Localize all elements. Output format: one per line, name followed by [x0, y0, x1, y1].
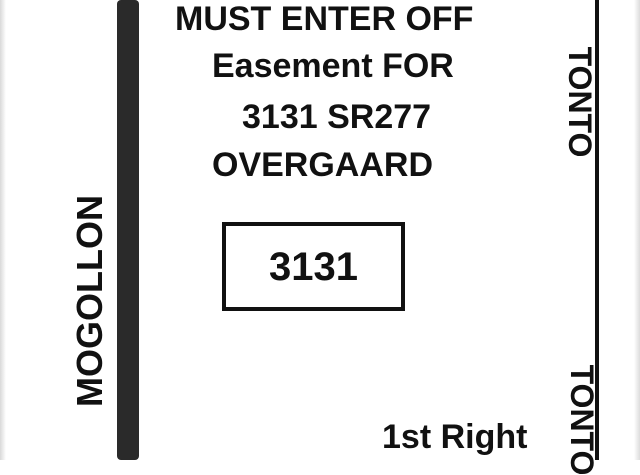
tonto-road-label-bottom: TONTO [564, 364, 600, 475]
lot-box: 3131 [222, 222, 405, 311]
right-edge-shadow [634, 0, 640, 460]
mogollon-road-line [117, 0, 139, 460]
instruction-line-2: Easement FOR [212, 47, 454, 85]
lot-number: 3131 [269, 244, 358, 289]
left-edge-shadow [0, 0, 6, 460]
first-right-label: 1st Right [382, 418, 528, 456]
tonto-road-line [595, 0, 599, 460]
instruction-line-4: OVERGAARD [212, 146, 434, 184]
instruction-line-1: MUST ENTER OFF [175, 0, 474, 38]
tonto-road-label-top: TONTO [562, 46, 598, 158]
mogollon-road-label: MOGOLLON [69, 195, 110, 407]
instruction-line-3: 3131 SR277 [242, 98, 432, 136]
